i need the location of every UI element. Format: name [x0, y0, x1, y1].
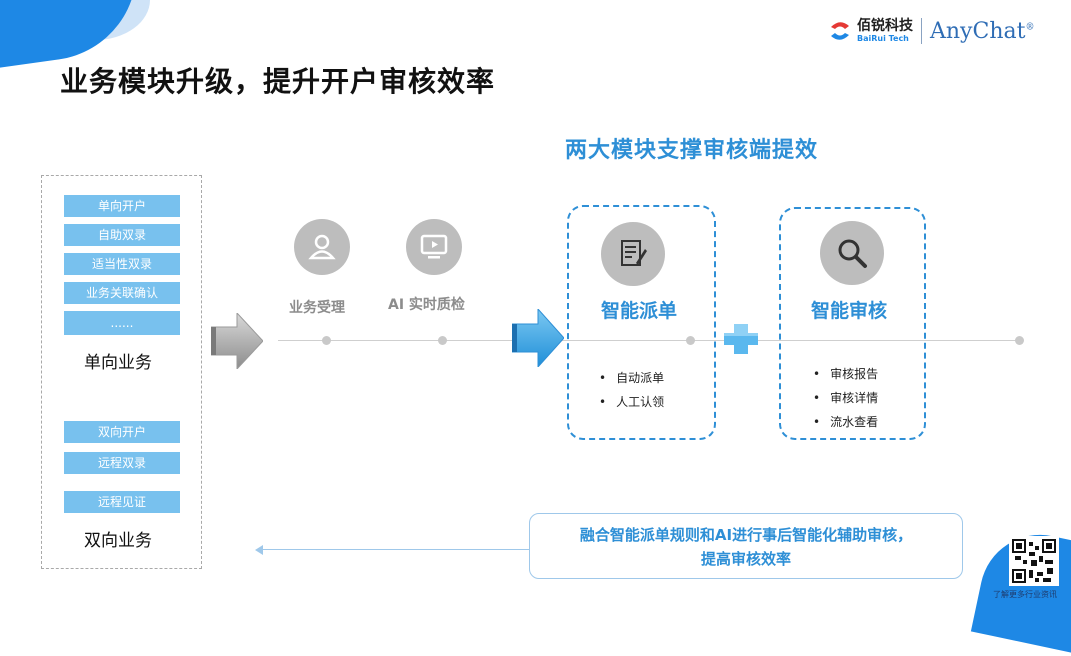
- flow-dot: [438, 336, 447, 345]
- bullet-item: 自动派单: [599, 366, 664, 390]
- section-subtitle: 两大模块支撑审核端提效: [565, 138, 819, 163]
- step-label-ai-check: AI 实时质检: [388, 297, 465, 313]
- logo-mark-icon: [827, 18, 853, 44]
- business-tag: 业务关联确认: [64, 282, 180, 304]
- group-label-two-way: 双向业务: [84, 531, 152, 551]
- business-tag: 单向开户: [64, 195, 180, 217]
- callout-line: 融合智能派单规则和AI进行事后智能化辅助审核，: [579, 526, 913, 544]
- video-play-icon: [406, 219, 462, 275]
- back-arrow-head-icon: [255, 545, 263, 555]
- business-tag: 双向开户: [64, 421, 180, 443]
- back-arrow-line: [262, 549, 530, 550]
- module-bullets-review: 审核报告 审核详情 流水查看: [813, 362, 878, 434]
- business-tag: 自助双录: [64, 224, 180, 246]
- page-title: 业务模块升级，提升开户审核效率: [60, 65, 496, 98]
- blue-arrow-icon: [511, 307, 565, 371]
- business-tag: 适当性双录: [64, 253, 180, 275]
- plus-connector-icon: [724, 324, 758, 358]
- group-label-one-way: 单向业务: [84, 353, 152, 373]
- business-tag: 远程见证: [64, 491, 180, 513]
- bullet-item: 审核详情: [813, 386, 878, 410]
- step-label-accept: 业务受理: [289, 300, 345, 316]
- flow-dot: [322, 336, 331, 345]
- brand-logo: 佰锐科技 BaiRui Tech AnyChat®: [827, 18, 1034, 44]
- module-title-review: 智能审核: [811, 300, 888, 322]
- summary-callout: 融合智能派单规则和AI进行事后智能化辅助审核， 提高审核效率: [529, 513, 963, 579]
- flow-dot: [686, 336, 695, 345]
- user-icon: [294, 219, 350, 275]
- business-type-panel: 单向开户 自助双录 适当性双录 业务关联确认 ...... 单向业务 双向开户 …: [41, 175, 202, 569]
- product-name: AnyChat®: [930, 18, 1035, 44]
- gray-arrow-icon: [210, 311, 264, 373]
- module-bullets-dispatch: 自动派单 人工认领: [599, 366, 664, 414]
- document-pen-icon: [601, 222, 665, 286]
- bullet-item: 流水查看: [813, 410, 878, 434]
- flow-dot: [1015, 336, 1024, 345]
- business-tag: 远程双录: [64, 452, 180, 474]
- brand-name-cn: 佰锐科技: [857, 18, 913, 34]
- bullet-item: 人工认领: [599, 390, 664, 414]
- flow-line: [278, 340, 1023, 341]
- magnifier-icon: [820, 221, 884, 285]
- module-card-review: [779, 207, 926, 440]
- callout-line: 提高审核效率: [700, 550, 791, 568]
- bullet-item: 审核报告: [813, 362, 878, 386]
- brand-name-en: BaiRui Tech: [857, 34, 909, 43]
- qr-code-icon: [1009, 536, 1059, 586]
- module-card-dispatch: [567, 205, 716, 440]
- qr-caption: 了解更多行业资讯: [993, 590, 1057, 599]
- logo-divider: [921, 18, 922, 44]
- module-title-dispatch: 智能派单: [601, 300, 678, 322]
- business-tag-more: ......: [64, 311, 180, 335]
